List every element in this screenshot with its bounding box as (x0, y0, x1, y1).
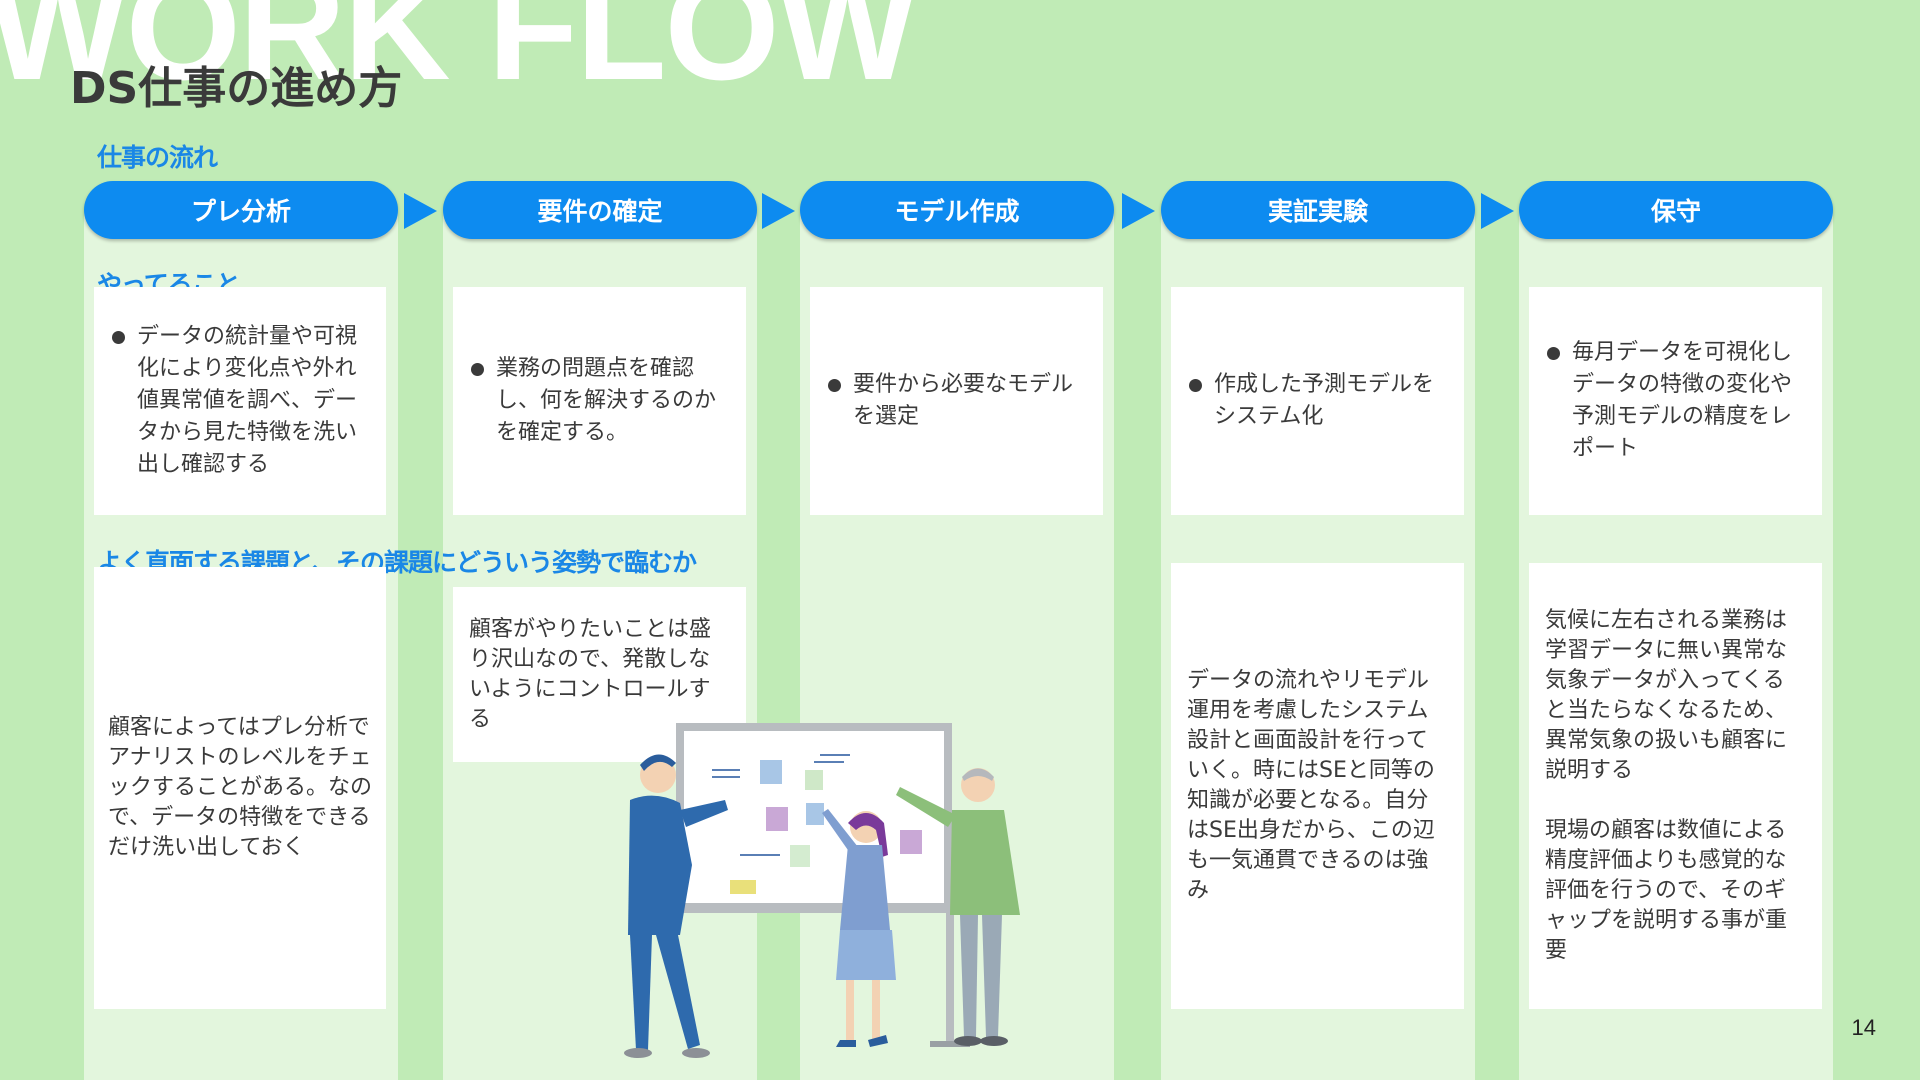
doing-card-4: 作成した予測モデルをシステム化 (1171, 287, 1464, 515)
bullet-icon (828, 379, 841, 392)
doing-card-3: 要件から必要なモデルを選定 (810, 287, 1103, 515)
whiteboard-meeting-illustration (624, 723, 1020, 1058)
phase-poc: 実証実験 (1161, 181, 1475, 239)
issue-card-4: データの流れやリモデル運用を考慮したシステム設計と画面設計を行っていく。時にはS… (1171, 563, 1464, 1009)
watermark-text: WORK FLOW (0, 0, 917, 111)
bullet-icon (1189, 379, 1202, 392)
issue-card-1: 顧客によってはプレ分析でアナリストのレベルをチェックすることがある。なので、デー… (94, 567, 386, 1009)
arrow-icon (404, 193, 437, 229)
phase-requirements: 要件の確定 (443, 181, 757, 239)
bullet-icon (471, 363, 484, 376)
doing-text: 要件から必要なモデルを選定 (853, 372, 1074, 429)
flow-label: 仕事の流れ (97, 143, 218, 172)
doing-text: データの統計量や可視化により変化点や外れ値異常値を調べ、データから見た特徴を洗い… (137, 324, 358, 477)
doing-text: 毎月データを可視化しデータの特徴の変化や予測モデルの精度をレポート (1572, 340, 1793, 461)
doing-text: 業務の問題点を確認し、何を解決するのかを確定する。 (496, 356, 717, 445)
page-title: DS仕事の進め方 (70, 63, 403, 114)
bullet-icon (112, 331, 125, 344)
issue-text: 気候に左右される業務は学習データに無い異常な気象データが入ってくると当たらなくな… (1545, 608, 1788, 963)
arrow-icon (1481, 193, 1514, 229)
doing-card-2: 業務の問題点を確認し、何を解決するのかを確定する。 (453, 287, 746, 515)
phase-maintenance: 保守 (1519, 181, 1833, 239)
phase-pre-analysis: プレ分析 (84, 181, 398, 239)
doing-card-1: データの統計量や可視化により変化点や外れ値異常値を調べ、データから見た特徴を洗い… (94, 287, 386, 515)
issue-text: データの流れやリモデル運用を考慮したシステム設計と画面設計を行っていく。時にはS… (1187, 668, 1435, 903)
issue-text: 顧客がやりたいことは盛り沢山なので、発散しないようにコントロールする (469, 616, 712, 732)
doing-text: 作成した予測モデルをシステム化 (1214, 372, 1435, 429)
issue-text: 顧客によってはプレ分析でアナリストのレベルをチェックすることがある。なので、デー… (108, 715, 373, 860)
phase-model-building: モデル作成 (800, 181, 1114, 239)
arrow-icon (762, 193, 795, 229)
issue-card-5: 気候に左右される業務は学習データに無い異常な気象データが入ってくると当たらなくな… (1529, 563, 1822, 1009)
page-number: 14 (1851, 1015, 1876, 1040)
doing-card-5: 毎月データを可視化しデータの特徴の変化や予測モデルの精度をレポート (1529, 287, 1822, 515)
bullet-icon (1547, 347, 1560, 360)
arrow-icon (1122, 193, 1155, 229)
